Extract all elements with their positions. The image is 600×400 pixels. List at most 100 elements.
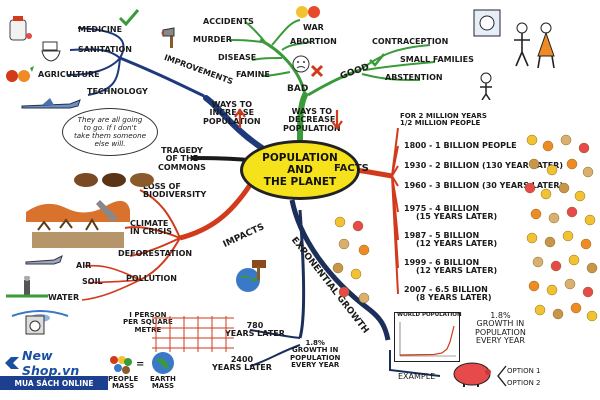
branch-growth-years: [249, 329, 301, 367]
fact-1800: 1800 - 1 BILLION PEOPLE: [404, 141, 517, 150]
logo-name: New Shop.vn: [22, 348, 80, 378]
famine-label: FAMINE: [236, 70, 270, 79]
sanitation-label: SANITATION: [78, 45, 132, 54]
bad-label: BAD: [287, 84, 309, 94]
water-label: WATER: [48, 293, 80, 302]
deforestation-scene-icon: [26, 200, 130, 248]
person-line3: METRE: [134, 325, 162, 334]
equals-sign: =: [136, 359, 145, 370]
branch-decrease: [297, 92, 308, 143]
branch-small-families: [364, 61, 436, 71]
logo-top: New Shop.vn: [0, 348, 108, 378]
branch-agriculture: [67, 57, 121, 76]
branch-sanitation: [69, 48, 121, 59]
murder-label: MURDER: [193, 35, 232, 44]
earth-mass-line2: MASS: [151, 382, 175, 391]
axe-icon: [161, 27, 175, 48]
deforestation-label: DEFORESTATION: [118, 249, 193, 258]
growth-rate-right: 1.8% GROWTH IN POPULATION EVERY YEAR: [475, 311, 526, 346]
ways-decrease-line2: DECREASE: [288, 115, 336, 125]
branch-technology: [87, 57, 121, 96]
newshop-logo: New Shop.vn MUA SÁCH ONLINE: [0, 348, 108, 400]
fact-1975-sub: (15 YEARS LATER): [416, 212, 498, 222]
years-2400-label: YEARS LATER: [212, 363, 272, 373]
contraception-label: CONTRACEPTION: [372, 37, 449, 46]
technology-label: TECHNOLOGY: [87, 87, 148, 96]
years-2400: 2400 YEARS LATER: [212, 355, 272, 373]
growth-rate2-value: 1.8%: [490, 311, 511, 320]
branch-increase: [203, 95, 265, 151]
ways-increase-label: WAYS TO INCREASE POPULATION: [203, 100, 261, 126]
disease-label: DISEASE: [218, 53, 257, 62]
biodiversity-line1: LOSS OF: [143, 182, 181, 191]
arrow-up-icon: [234, 108, 246, 128]
logo-bar-text: MUA SÁCH ONLINE: [14, 378, 94, 388]
fact-1960: 1960 - 3 BILLION (30 YEARS LATER): [404, 181, 564, 190]
tragedy-line2: OF THE: [165, 154, 199, 164]
pill-bottle-icon: [9, 16, 32, 41]
tragedy-line1: TRAGEDY: [161, 146, 203, 155]
good-checkmark-icon: [369, 53, 385, 67]
branch-impacts: [179, 183, 253, 241]
pollution-label: POLLUTION: [126, 274, 177, 283]
people-crowd-icon: [110, 356, 132, 374]
arrow-down-icon: [331, 110, 343, 130]
earth-hammer-icon: [236, 260, 266, 292]
ways-decrease-line3: POPULATION: [283, 123, 341, 133]
years-780-value: 780: [246, 321, 264, 330]
earth-mass-label: EARTH MASS: [150, 375, 176, 391]
years-780-label: YEARS LATER: [225, 329, 285, 339]
branch-abortion: [281, 41, 311, 51]
fact-1975-main: 1975 - 4 BILLION: [404, 204, 480, 213]
people-mass-line2: MASS: [112, 382, 135, 391]
option-bracket-icon: [497, 365, 507, 387]
earth-globe-icon: [152, 352, 174, 374]
fact-2007: 2007 - 6.5 BILLION (8 YEARS LATER): [404, 285, 492, 303]
fact-2007-main: 2007 - 6.5 BILLION: [404, 285, 488, 294]
abstention-figure-icon: [480, 72, 492, 100]
earth-mass-line1: EARTH: [150, 375, 176, 383]
climate-line1: CLIMATE: [130, 219, 169, 228]
crowd-faces-left-icon: [332, 216, 370, 304]
branch-facts-fan: [391, 127, 399, 295]
branch-abstention: [361, 73, 421, 81]
medicine-label: MEDICINE: [78, 25, 123, 34]
vegetables-icon: [6, 66, 34, 82]
person-line2: PER SQUARE: [123, 318, 173, 327]
biodiversity-label: LOSS OF BIODIVERSITY: [143, 182, 206, 200]
war-label: WAR: [303, 23, 324, 32]
branch-war: [271, 19, 301, 46]
war-explosion-icon: [296, 6, 320, 18]
ways-decrease-label: WAYS TO DECREASE POPULATION: [283, 107, 341, 133]
growth-rate-line2: GROWTH IN: [292, 346, 339, 355]
soil-label: SOIL: [82, 277, 103, 286]
branch-contraception: [359, 44, 431, 71]
branch-medicine: [77, 27, 125, 59]
abstention-label: ABSTENTION: [385, 73, 443, 82]
central-line-3: THE PLANET: [263, 176, 337, 189]
ways-increase-line1: WAYS TO: [211, 100, 253, 109]
ways-decrease-line1: WAYS TO: [291, 107, 333, 116]
fact-1930: 1930 - 2 BILLION (130 YEAR LATER): [404, 161, 563, 170]
cattle-herd-icon: [74, 173, 154, 187]
toilet-icon: [41, 41, 61, 62]
facts-label: FACTS: [334, 163, 369, 174]
facts-intro-line2: 1/2 MILLION PEOPLE: [400, 119, 481, 128]
growth-rate-line4: EVERY YEAR: [291, 361, 340, 370]
growth-rate-center: 1.8% GROWTH IN POPULATION EVERY YEAR: [290, 339, 340, 370]
branch-murder: [229, 39, 263, 43]
branch-impact-fan: [124, 189, 181, 281]
option-2: OPTION 2: [507, 379, 541, 387]
people-grid-icon: [152, 316, 234, 352]
checkmark-icon: [118, 9, 140, 27]
piggy-bank-icon: [453, 362, 491, 387]
branch-improvements: [119, 56, 205, 98]
growth-rate-value: 1.8%: [305, 339, 325, 347]
people-mass-line1: PEOPLE: [108, 375, 139, 383]
growth-rate2-line2: GROWTH IN: [476, 319, 525, 329]
climate-label: CLIMATE IN CRISIS: [130, 219, 172, 237]
crowd-faces-icon: [524, 134, 598, 322]
climate-line2: IN CRISIS: [130, 227, 172, 237]
fact-1999-sub: (12 YEARS LATER): [416, 266, 498, 276]
